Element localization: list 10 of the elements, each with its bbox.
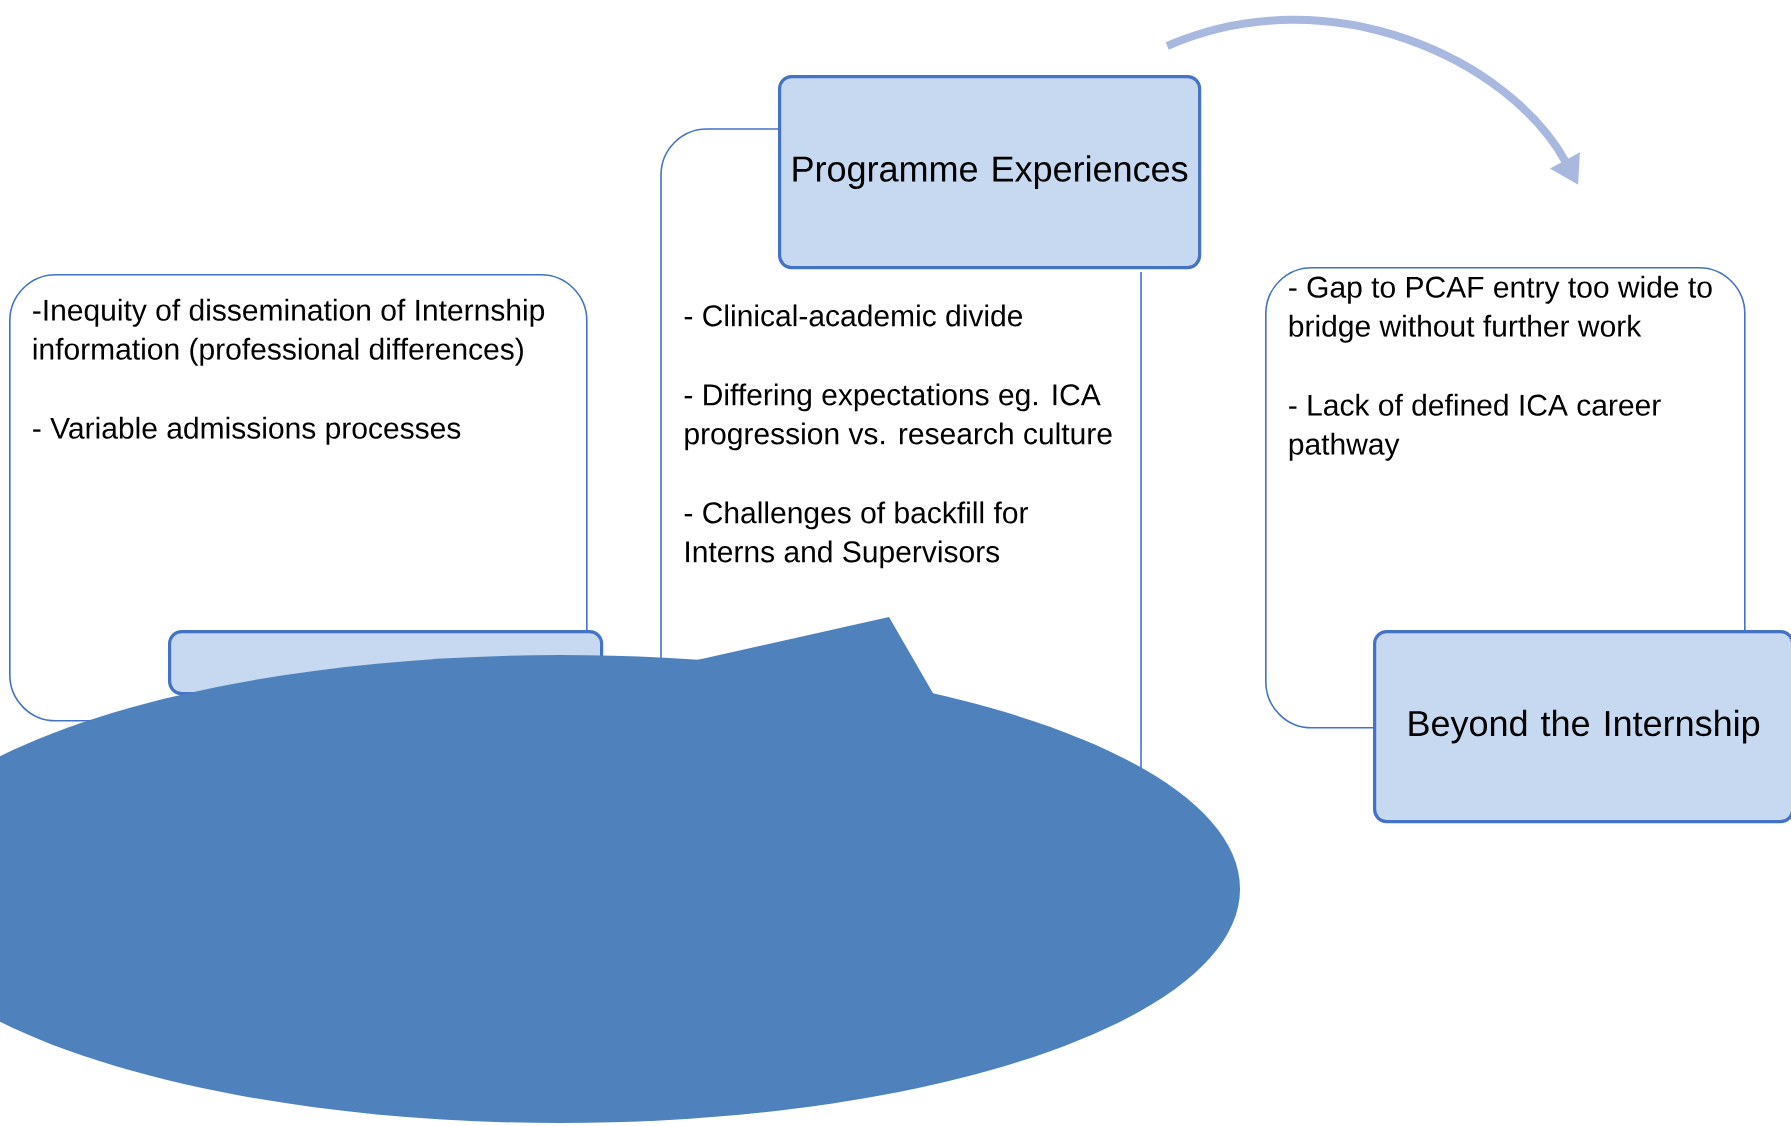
bullet-text: - Lack of defined ICA career pathway — [1289, 393, 1661, 461]
speech-bubble — [0, 617, 1240, 1123]
bullet-text: -Inequity of dissemination of Internship information (professional differences) — [33, 298, 545, 366]
bullet-text: - Clinical-academic divide — [684, 304, 1023, 327]
bullet-text: - Gap to PCAF entry too wide to bridge without further work — [1289, 275, 1712, 343]
title-box: Programme Experiences — [778, 75, 1202, 270]
bullet-text: - Differing expectations eg. ICA progression vs. research culture — [684, 383, 1112, 451]
title-box: Beyond the Internship — [1373, 630, 1791, 824]
bullet-text: - Variable admissions processes — [33, 416, 461, 445]
bullet-text: - Challenges of backfill for Interns and Supervisors — [684, 501, 1028, 569]
